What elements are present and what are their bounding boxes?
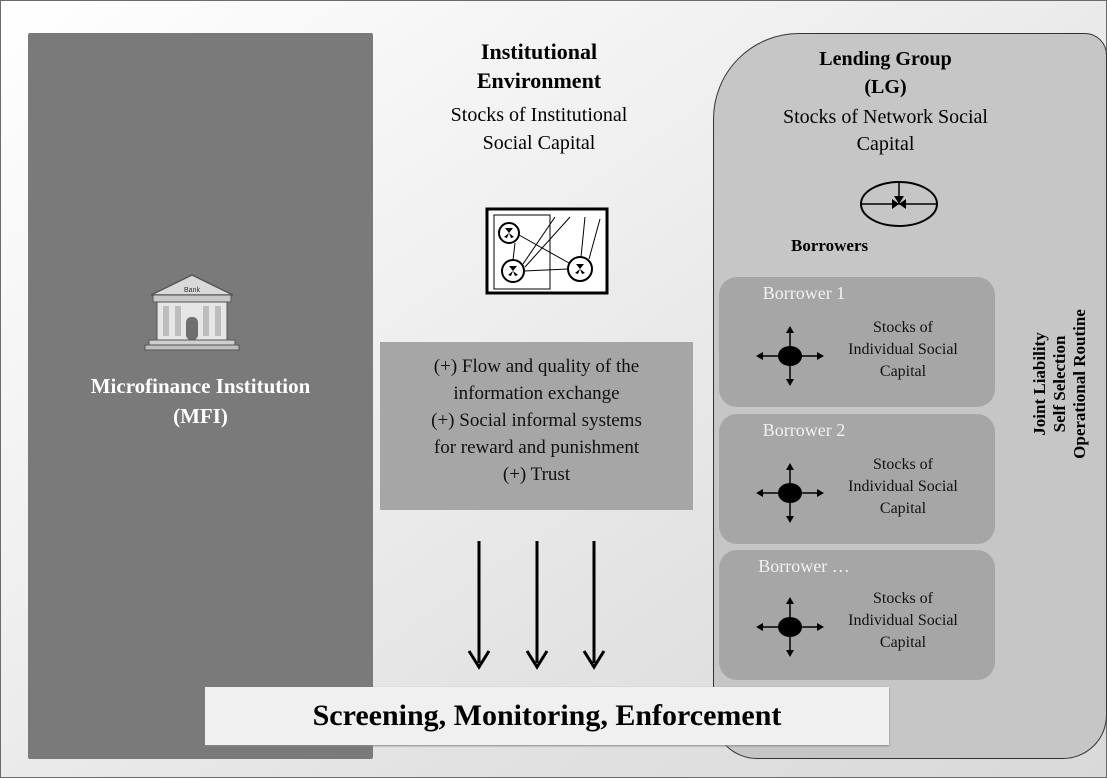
individual-capital-icon xyxy=(756,597,824,657)
effect-line: (+) Social informal systems xyxy=(431,410,642,431)
mfi-label-line1: Microfinance Institution xyxy=(90,374,311,398)
network-capital-icon xyxy=(860,181,938,227)
borrower-capital-text: Stocks of Individual Social Capital xyxy=(819,454,987,520)
institutional-effects-list: (+) Flow and quality of the information … xyxy=(380,353,693,488)
institutional-title-line2: Environment xyxy=(476,68,602,93)
borrower-text-line: Individual Social xyxy=(848,478,958,495)
borrower-text-line: Capital xyxy=(879,363,927,380)
borrower-text-line: Capital xyxy=(879,634,927,651)
bank-sign-text: Bank xyxy=(184,287,200,294)
borrower-text-line: Individual Social xyxy=(848,612,958,629)
mfi-label-line2: (MFI) xyxy=(173,404,228,428)
effect-line: for reward and punishment xyxy=(433,437,640,458)
footer-label: Screening, Monitoring, Enforcement xyxy=(312,699,782,732)
effect-line: (+) Flow and quality of the xyxy=(433,356,640,377)
institutional-network-icon xyxy=(485,207,609,295)
borrower-card: Borrower 2 Stocks of Individual Social C… xyxy=(719,414,995,544)
borrower-name: Borrower 2 xyxy=(762,420,846,440)
mechanism-self-selection: Self Selection xyxy=(1050,335,1069,432)
borrower-card: Borrower 1 Stocks of Individual Social C… xyxy=(719,277,995,407)
lending-group-title-line1: Lending Group xyxy=(819,48,952,70)
institutional-title: Institutional Environment xyxy=(383,37,695,95)
effect-line: (+) Trust xyxy=(502,464,571,485)
institutional-effects-box xyxy=(380,342,693,510)
lending-group-subtitle-line2: Capital xyxy=(856,133,915,155)
borrower-capital-text: Stocks of Individual Social Capital xyxy=(819,317,987,383)
borrower-capital-text: Stocks of Individual Social Capital xyxy=(819,588,987,654)
footer-box xyxy=(205,687,889,745)
borrower-text-line: Individual Social xyxy=(848,341,958,358)
bank-icon: Bank xyxy=(144,274,240,351)
lending-group-subtitle: Stocks of Network Social Capital xyxy=(713,104,1058,158)
borrower-text-line: Stocks of xyxy=(873,319,933,336)
institutional-subtitle-line1: Stocks of Institutional xyxy=(450,104,628,126)
institutional-subtitle: Stocks of Institutional Social Capital xyxy=(383,101,695,157)
mfi-panel xyxy=(28,33,373,759)
borrower-card: Borrower … Stocks of Individual Social C… xyxy=(719,550,995,680)
borrower-text-line: Stocks of xyxy=(873,590,933,607)
institutional-title-line1: Institutional xyxy=(480,39,598,64)
lending-group-title: Lending Group (LG) xyxy=(713,45,1058,101)
lending-group-subtitle-line1: Stocks of Network Social xyxy=(783,106,988,128)
mechanism-joint-liability: Joint Liability xyxy=(1030,332,1049,436)
individual-capital-icon xyxy=(756,326,824,386)
downward-arrows xyxy=(467,541,606,670)
effect-line: information exchange xyxy=(453,383,620,404)
individual-capital-icon xyxy=(756,463,824,523)
borrowers-header: Borrowers xyxy=(791,236,869,255)
borrower-text-line: Capital xyxy=(879,500,927,517)
borrower-text-line: Stocks of xyxy=(873,456,933,473)
borrower-name: Borrower 1 xyxy=(762,283,846,303)
lending-mechanisms: Joint Liability Self Selection Operation… xyxy=(1030,309,1089,459)
mfi-label: Microfinance Institution (MFI) xyxy=(28,371,373,431)
institutional-subtitle-line2: Social Capital xyxy=(482,132,596,154)
borrower-name: Borrower … xyxy=(758,556,850,576)
mechanism-operational-routine: Operational Routine xyxy=(1070,309,1089,459)
lending-group-title-line2: (LG) xyxy=(864,76,907,98)
